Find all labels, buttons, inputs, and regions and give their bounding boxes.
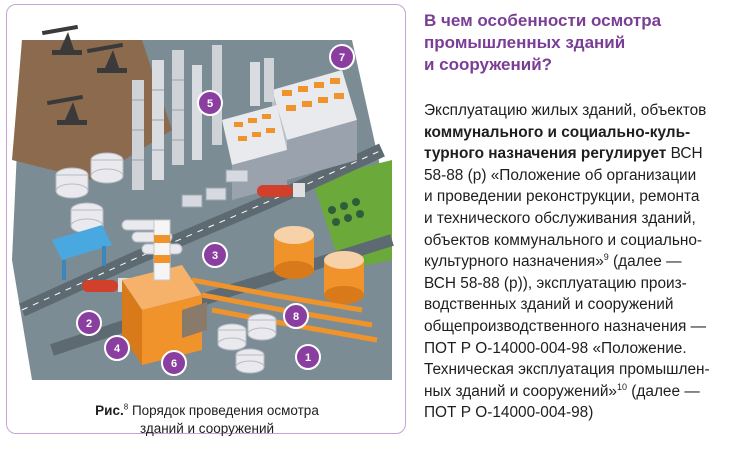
text-line: Техническая эксплуатация промышлен- (424, 361, 710, 379)
text-line: коммунального и социально-куль- (424, 122, 746, 144)
footnote-ref: 9 (603, 252, 609, 263)
text-line: водственных зданий и сооружений (424, 296, 674, 314)
text-regular: ных зданий и сооружений» (424, 382, 617, 400)
heading-line: промышленных зданий (424, 33, 626, 52)
marker-8: 8 (283, 303, 309, 329)
text-bold: турного назначения регулирует (424, 145, 667, 163)
marker-6: 6 (161, 350, 187, 376)
marker-2: 2 (76, 310, 102, 336)
body-paragraph: Эксплуатацию жилых зданий, объектов комм… (424, 100, 746, 424)
marker-4: 4 (104, 335, 130, 361)
text-line: ПОТ Р О-14000-004-98 «Положение. (424, 339, 687, 357)
text-line: турного назначения регулирует ВСН (424, 143, 746, 165)
caption-line-2: зданий и сооружений (139, 421, 275, 436)
text-line: 58-88 (р) «Положение об организации (424, 166, 697, 184)
figure-caption: Рис.8 Порядок проведения осмотра зданий … (62, 402, 352, 438)
section-heading: В чем особенности осмотра промышленных з… (424, 10, 744, 76)
rooftop-units (181, 169, 249, 208)
oil-pump-icon (41, 24, 127, 125)
svg-text:8: 8 (293, 311, 299, 323)
marker-5: 5 (197, 90, 223, 116)
text-line: культурного назначения»9 (далее — (424, 251, 746, 273)
boiler-house-icon (122, 219, 207, 365)
caption-label: Рис. (95, 403, 124, 418)
svg-text:7: 7 (339, 52, 345, 64)
marker-7: 7 (329, 44, 355, 70)
text-line: ПОТ Р О-14000-004-98) (424, 404, 594, 422)
small-tanks (328, 198, 364, 226)
marker-3: 3 (202, 242, 228, 268)
text-regular: ВСН (666, 145, 703, 163)
text-regular: культурного назначения» (424, 253, 604, 271)
heading-line: В чем особенности осмотра (424, 11, 662, 30)
storage-tank-icon (217, 313, 277, 374)
svg-text:5: 5 (207, 98, 213, 110)
text-regular: (далее — (627, 382, 700, 400)
industrial-site-illustration: 1 2 3 4 5 6 7 8 (12, 10, 397, 388)
heading-line: и сооружений? (424, 55, 553, 74)
text-line: общепроизводственного назначения — (424, 317, 707, 335)
svg-text:2: 2 (86, 318, 92, 330)
caption-number: 8 (123, 402, 129, 412)
text-line: и технического обслуживания зданий, (424, 209, 696, 227)
svg-text:6: 6 (171, 358, 177, 370)
text-line: и проведении реконструкции, ремонта (424, 188, 700, 206)
text-regular: (далее — (608, 253, 682, 271)
svg-text:4: 4 (114, 343, 121, 355)
svg-text:1: 1 (305, 352, 311, 364)
text-line: ных зданий и сооружений»10 (далее — (424, 381, 746, 403)
text-line: ВСН 58-88 (р)), эксплуатацию произ- (424, 274, 687, 292)
storage-tank-icon (274, 226, 364, 304)
caption-line-1: Рис.8 Порядок проведения осмотра (62, 402, 352, 420)
text-bold: коммунального и социально-куль- (424, 123, 691, 141)
text-line: Эксплуатацию жилых зданий, объектов (424, 102, 707, 119)
caption-text: Порядок проведения осмотра (131, 403, 319, 418)
marker-1: 1 (295, 344, 321, 370)
svg-text:3: 3 (212, 250, 218, 262)
gas-station-icon (52, 225, 112, 280)
footnote-ref: 10 (616, 381, 627, 392)
text-line: объектов коммунального и социально- (424, 231, 703, 249)
